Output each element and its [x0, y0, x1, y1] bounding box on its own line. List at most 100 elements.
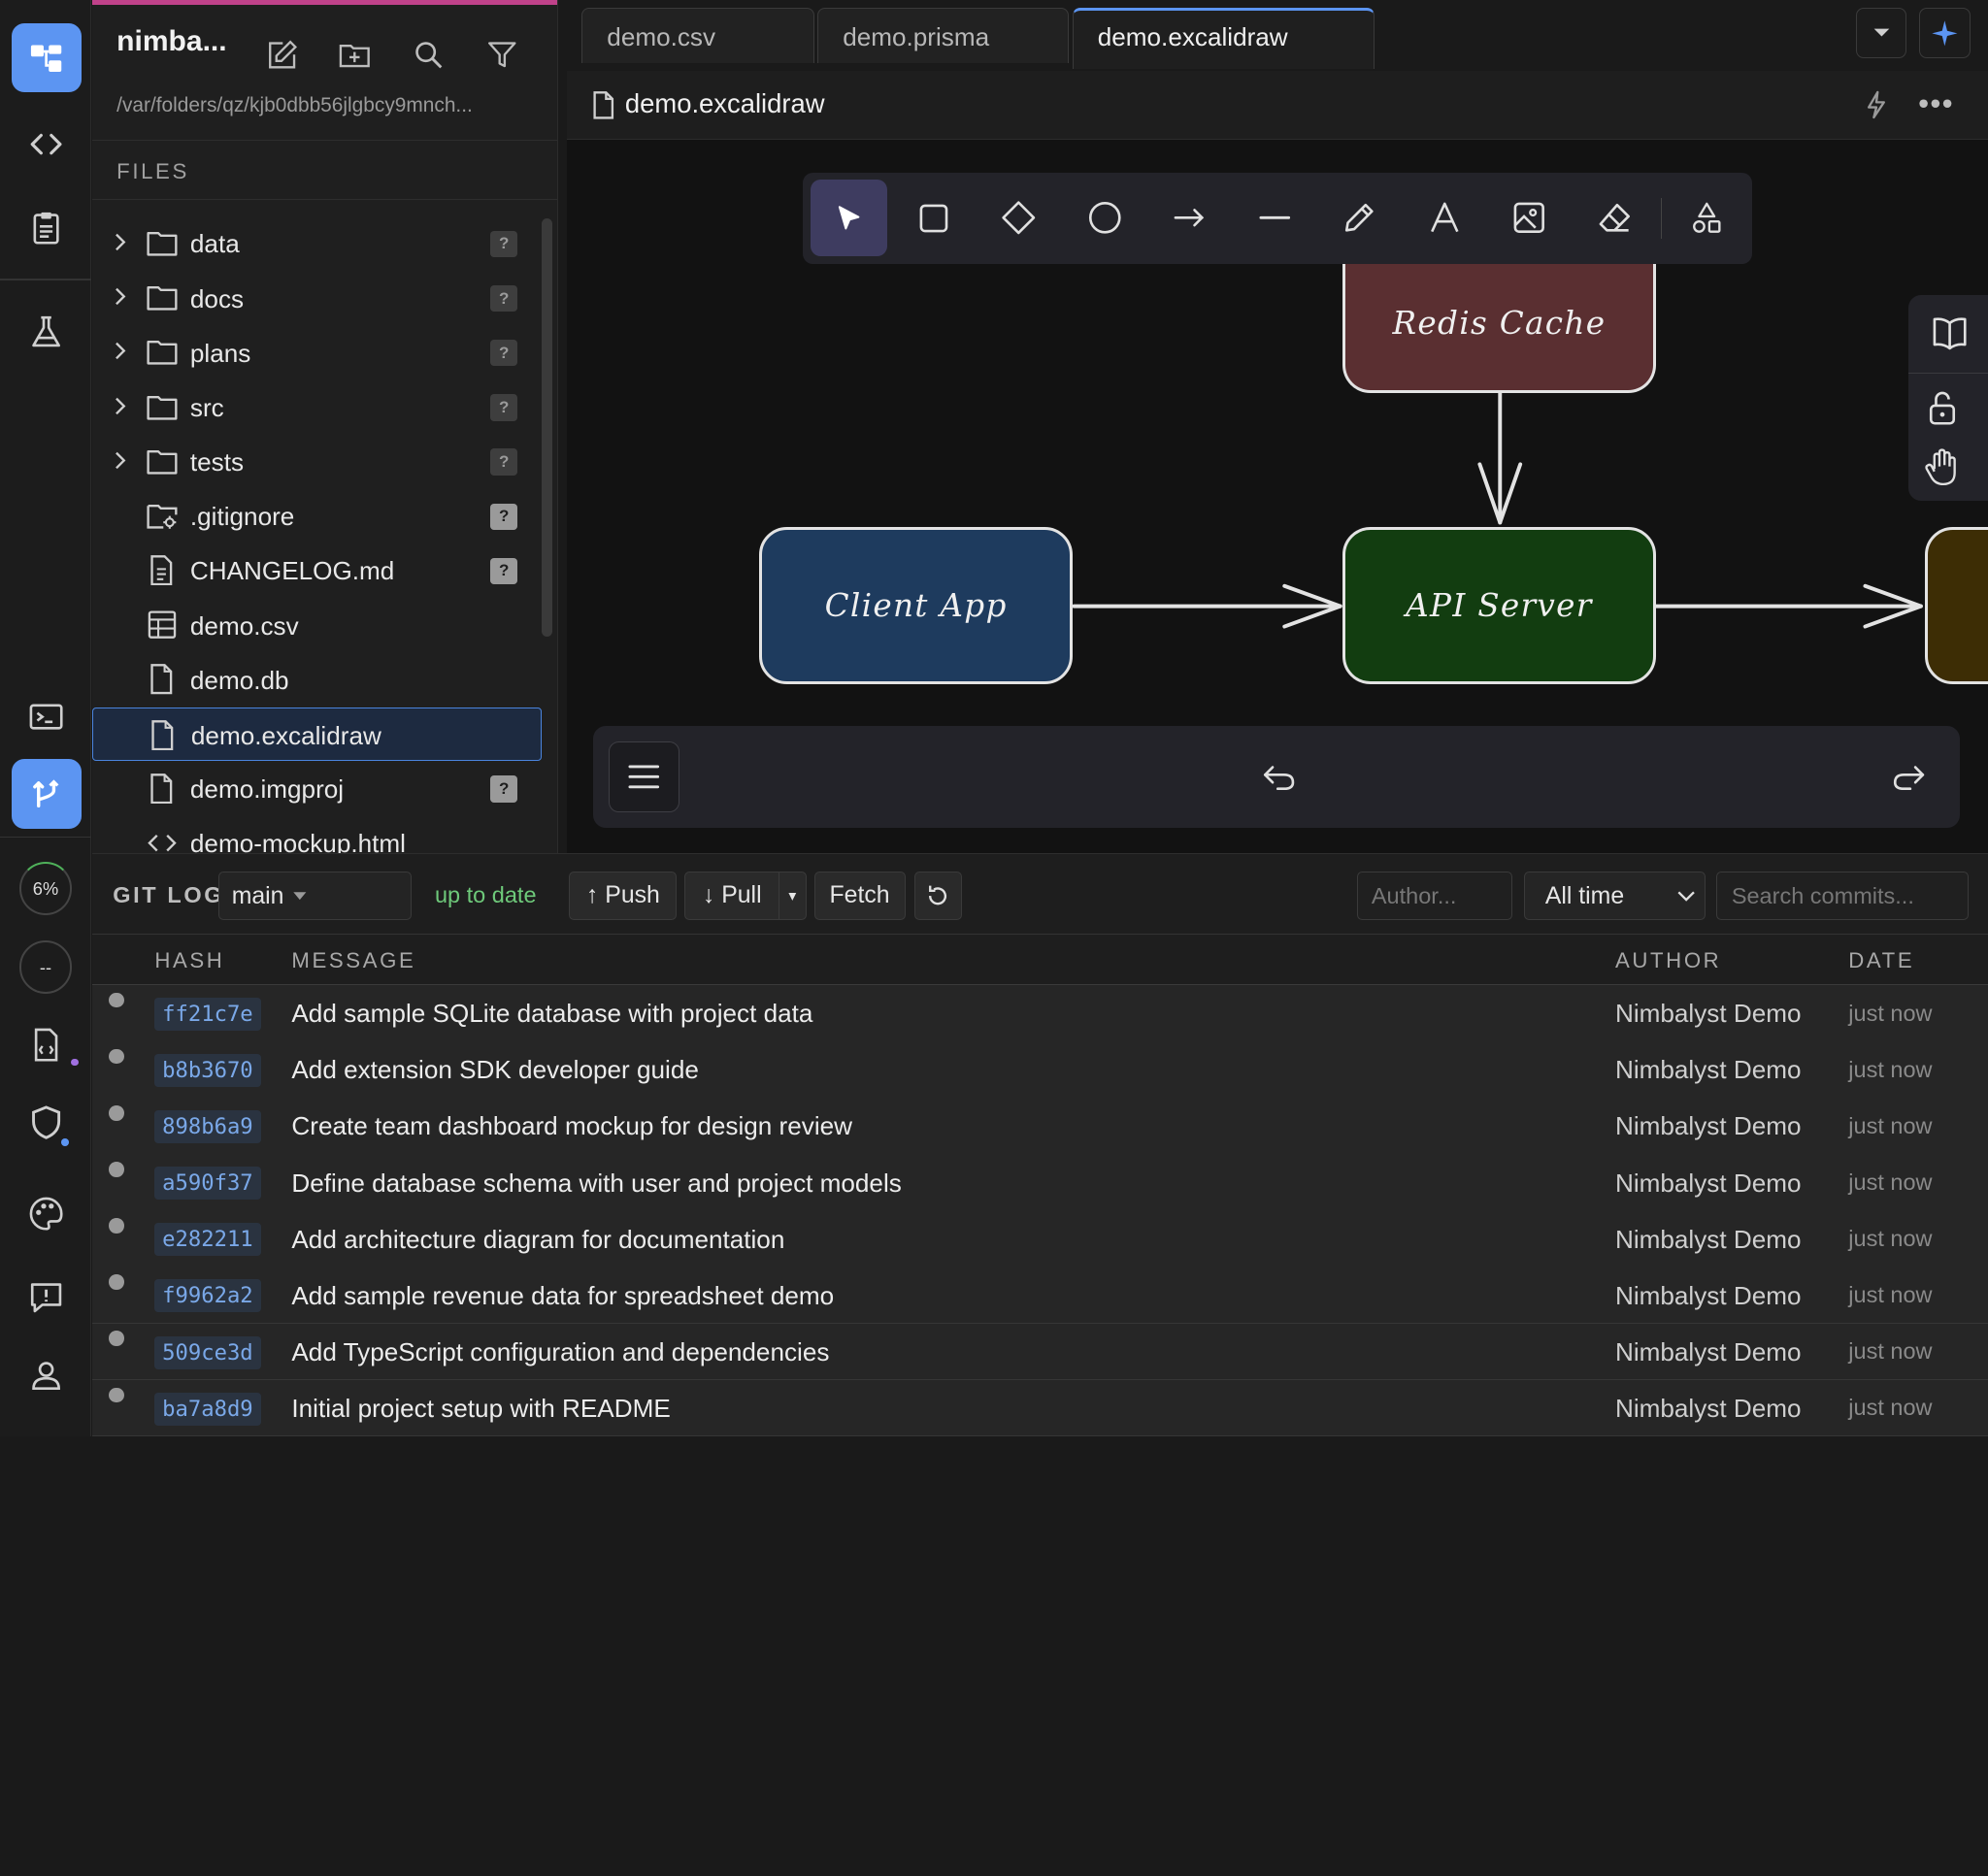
feedback-icon[interactable]: [12, 1263, 82, 1333]
column-date[interactable]: DATE: [1848, 948, 1914, 973]
node-redis-cache[interactable]: Redis Cache: [1342, 256, 1656, 393]
commit-hash[interactable]: b8b3670: [154, 1054, 260, 1087]
fetch-button[interactable]: Fetch: [814, 872, 906, 920]
tree-item-gitignore[interactable]: .gitignore?: [92, 489, 541, 543]
ellipse-tool-icon[interactable]: [1066, 180, 1143, 255]
select-tool-icon[interactable]: [811, 180, 888, 255]
eraser-tool-icon[interactable]: [1575, 180, 1653, 255]
diamond-tool-icon[interactable]: [980, 180, 1058, 255]
branch-select[interactable]: main: [218, 872, 413, 920]
column-message[interactable]: MESSAGE: [291, 948, 415, 973]
redo-icon[interactable]: [1890, 761, 1928, 794]
node-api-server[interactable]: API Server: [1342, 527, 1656, 684]
commit-row[interactable]: ff21c7eAdd sample SQLite database with p…: [92, 985, 1988, 1042]
tab-demo-excalidraw[interactable]: demo.excalidraw: [1073, 8, 1375, 69]
shapes-library-icon[interactable]: [1669, 180, 1746, 255]
search-icon[interactable]: [410, 36, 447, 74]
commit-hash[interactable]: 898b6a9: [154, 1110, 260, 1143]
refresh-icon[interactable]: [914, 872, 963, 920]
commit-row[interactable]: 509ce3dAdd TypeScript configuration and …: [92, 1324, 1988, 1381]
filter-icon[interactable]: [483, 36, 521, 74]
chevron-right-icon[interactable]: [113, 286, 128, 307]
tab-demo-csv[interactable]: demo.csv: [581, 8, 813, 63]
node-offscreen[interactable]: [1925, 527, 1988, 684]
pull-button[interactable]: ↓ Pull: [684, 872, 779, 920]
chevron-right-icon[interactable]: [113, 396, 128, 416]
commit-hash[interactable]: f9962a2: [154, 1279, 260, 1312]
chevron-right-icon[interactable]: [113, 232, 128, 252]
commit-hash[interactable]: 509ce3d: [154, 1336, 260, 1369]
ai-sparkle-icon[interactable]: [1919, 8, 1970, 58]
tree-item-src[interactable]: src?: [92, 380, 541, 434]
terminal-icon[interactable]: [12, 682, 82, 752]
project-name[interactable]: nimba...: [116, 25, 226, 58]
time-filter-select[interactable]: All time: [1524, 872, 1706, 920]
commit-row[interactable]: ba7a8d9Initial project setup with README…: [92, 1380, 1988, 1436]
status-indicator[interactable]: --: [19, 940, 73, 994]
usage-meter[interactable]: 6%: [19, 862, 73, 915]
line-tool-icon[interactable]: [1236, 180, 1313, 255]
commit-row[interactable]: f9962a2Add sample revenue data for sprea…: [92, 1267, 1988, 1324]
account-icon[interactable]: [12, 1341, 82, 1411]
commit-message: Add architecture diagram for documentati…: [291, 1225, 784, 1255]
git-branch-icon[interactable]: [12, 759, 82, 829]
tree-item-docs[interactable]: docs?: [92, 272, 541, 325]
commit-row[interactable]: a590f37 Define database schema with user …: [92, 1154, 1988, 1211]
code-icon[interactable]: [12, 109, 82, 179]
sidebar-scrollbar[interactable]: [542, 218, 553, 637]
tree-item-demo-db[interactable]: demo.db: [92, 653, 541, 707]
hand-pan-icon[interactable]: [1923, 447, 1961, 488]
file-tree-icon[interactable]: [12, 23, 82, 93]
image-tool-icon[interactable]: [1491, 180, 1569, 255]
folder-icon: [146, 392, 179, 422]
tree-item-plans[interactable]: plans?: [92, 326, 541, 379]
table-header: HASH MESSAGE AUTHOR DATE: [92, 935, 1988, 985]
text-tool-icon[interactable]: [1406, 180, 1483, 255]
tab-demo-prisma[interactable]: demo.prisma: [817, 8, 1069, 63]
pencil-tool-icon[interactable]: [1321, 180, 1399, 255]
more-options-icon[interactable]: •••: [1918, 86, 1954, 121]
palette-icon[interactable]: [12, 1179, 82, 1249]
hamburger-menu-icon[interactable]: [609, 741, 679, 812]
push-button[interactable]: ↑ Push: [569, 872, 677, 920]
commit-hash[interactable]: ba7a8d9: [154, 1393, 260, 1426]
node-client-app[interactable]: Client App: [759, 527, 1073, 684]
arrow-tool-icon[interactable]: [1151, 180, 1229, 255]
tree-item-demo-csv[interactable]: demo.csv: [92, 598, 541, 651]
untracked-badge: ?: [490, 448, 516, 475]
library-book-icon[interactable]: [1931, 315, 1969, 351]
commit-row[interactable]: e282211 Add architecture diagram for docu…: [92, 1210, 1988, 1267]
tree-item-demo-imgproj[interactable]: demo.imgproj?: [92, 762, 541, 815]
tree-item-data[interactable]: data?: [92, 216, 541, 270]
commit-row[interactable]: 898b6a9Create team dashboard mockup for …: [92, 1098, 1988, 1155]
chevron-right-icon[interactable]: [113, 341, 128, 361]
commit-date: just now: [1848, 1113, 1932, 1139]
excalidraw-canvas[interactable]: Redis Cache Client App API Server: [567, 140, 1988, 853]
tree-item-tests[interactable]: tests?: [92, 435, 541, 488]
undo-icon[interactable]: [1260, 761, 1298, 794]
commit-hash[interactable]: a590f37: [154, 1167, 260, 1200]
clipboard-icon[interactable]: [12, 193, 82, 263]
author-filter-input[interactable]: Author...: [1357, 872, 1513, 920]
search-commits-input[interactable]: Search commits...: [1716, 872, 1969, 920]
new-file-icon[interactable]: [264, 36, 302, 74]
unlock-icon[interactable]: [1926, 389, 1959, 427]
tree-item-changelog-md[interactable]: CHANGELOG.md?: [92, 543, 541, 597]
commit-row[interactable]: b8b3670Add extension SDK developer guide…: [92, 1041, 1988, 1099]
ai-assist-icon[interactable]: [1860, 88, 1893, 121]
commit-hash[interactable]: e282211: [154, 1223, 260, 1256]
commit-message: Define database schema with user and pro…: [291, 1168, 901, 1199]
shield-icon[interactable]: [12, 1088, 82, 1158]
commit-hash[interactable]: ff21c7e: [154, 998, 260, 1031]
chevron-right-icon[interactable]: [113, 450, 128, 471]
column-hash[interactable]: HASH: [154, 948, 224, 973]
column-author[interactable]: AUTHOR: [1615, 948, 1721, 973]
rectangle-tool-icon[interactable]: [895, 180, 973, 255]
tab-list-chevron-icon[interactable]: [1856, 8, 1906, 58]
flask-icon[interactable]: [12, 297, 82, 367]
new-folder-icon[interactable]: [336, 36, 374, 74]
pull-options-icon[interactable]: ▾: [779, 872, 807, 920]
tree-item-demo-mockup-html[interactable]: demo-mockup.html: [92, 816, 541, 853]
document-code-icon[interactable]: [12, 1010, 82, 1080]
tree-item-demo-excalidraw[interactable]: demo.excalidraw: [92, 708, 541, 761]
